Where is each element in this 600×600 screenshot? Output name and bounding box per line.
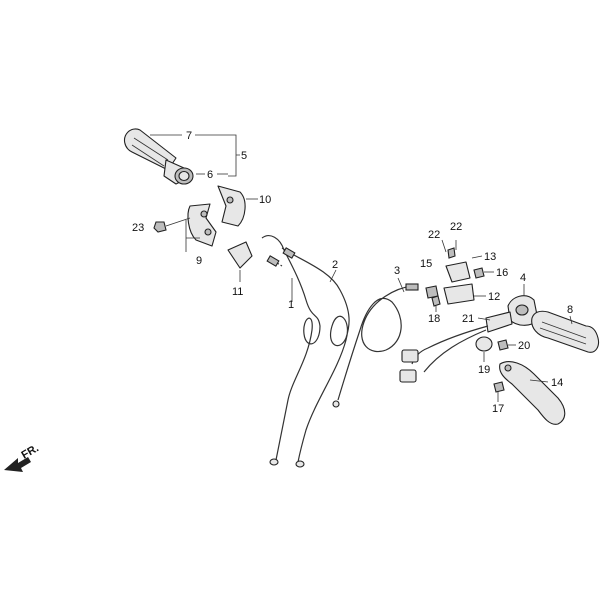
holder-13 bbox=[445, 247, 471, 283]
right-grip bbox=[531, 310, 600, 353]
callout-7: 7 bbox=[186, 130, 192, 142]
callout-17: 17 bbox=[492, 403, 504, 415]
ring-19 bbox=[475, 336, 493, 362]
callout-6: 6 bbox=[207, 169, 213, 181]
bolt-23 bbox=[153, 217, 191, 233]
callout-11: 11 bbox=[232, 286, 243, 298]
lever-bracket-4 bbox=[485, 295, 539, 333]
clutch-cable-3 bbox=[332, 283, 419, 408]
callout-4: 4 bbox=[520, 272, 526, 284]
clutch-lever-14 bbox=[499, 361, 566, 425]
callout-9: 9 bbox=[196, 255, 202, 267]
throttle-cable-2 bbox=[281, 247, 350, 468]
callout-13: 13 bbox=[484, 251, 496, 263]
callout-22-right: 22 bbox=[450, 221, 462, 233]
callout-23: 23 bbox=[132, 222, 144, 234]
clamp-12 bbox=[443, 283, 486, 305]
callout-12: 12 bbox=[488, 291, 500, 303]
direction-label: FR. bbox=[20, 442, 41, 461]
nut-17 bbox=[493, 381, 505, 402]
callout-14: 14 bbox=[551, 377, 563, 389]
cover-11 bbox=[227, 241, 253, 282]
switch-wiring bbox=[399, 325, 489, 383]
throttle-housing bbox=[187, 185, 246, 247]
callout-2: 2 bbox=[332, 259, 338, 271]
pin-16 bbox=[473, 267, 494, 279]
callout-19: 19 bbox=[478, 364, 490, 376]
throttle-end-part bbox=[163, 159, 194, 185]
pin-18 bbox=[431, 295, 441, 312]
callout-21: 21 bbox=[462, 313, 474, 325]
bolt-20 bbox=[497, 339, 516, 351]
callout-15: 15 bbox=[420, 258, 432, 270]
throttle-cable-1 bbox=[261, 235, 321, 466]
callout-16: 16 bbox=[496, 267, 508, 279]
callout-1: 1 bbox=[288, 299, 294, 311]
callout-10: 10 bbox=[259, 194, 271, 206]
front-direction-arrow bbox=[4, 457, 31, 472]
callout-18: 18 bbox=[428, 313, 440, 325]
callout-8: 8 bbox=[567, 304, 573, 316]
callout-5: 5 bbox=[241, 150, 247, 162]
callout-3: 3 bbox=[394, 265, 400, 277]
callout-22-left: 22 bbox=[428, 229, 440, 241]
callout-20: 20 bbox=[518, 340, 530, 352]
